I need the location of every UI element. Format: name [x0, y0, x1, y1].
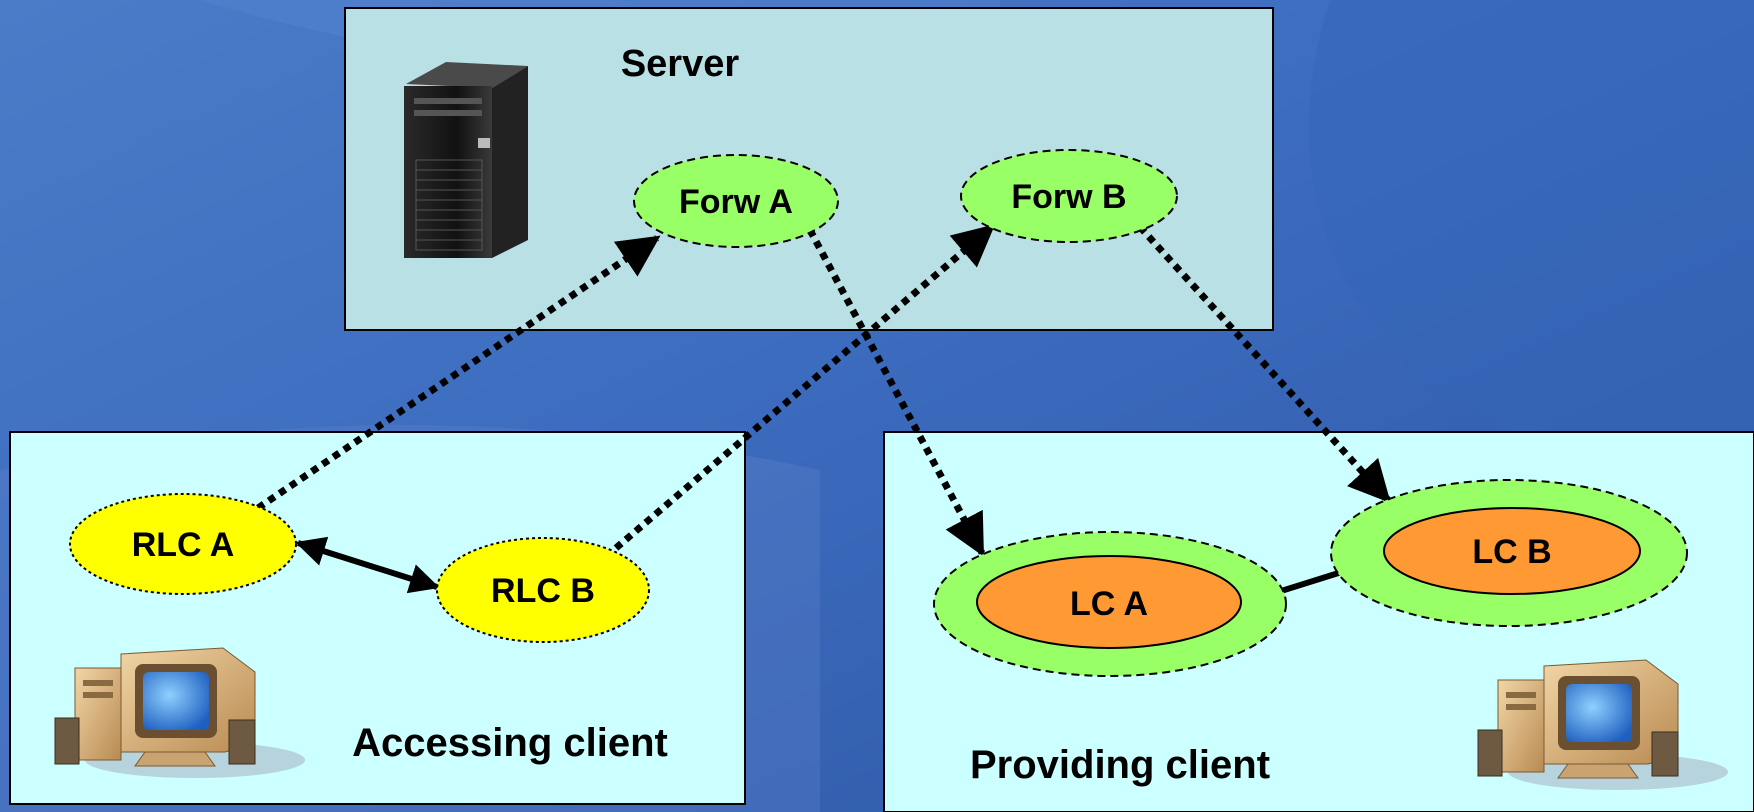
arrow-forw-b-to-lc-b — [1137, 224, 1391, 504]
desktop-computer-icon — [1477, 659, 1728, 790]
forwarder-wrapped-local-connector: LC B — [1330, 479, 1688, 627]
tower-server-icon — [404, 62, 528, 258]
connection-arrows — [256, 224, 1391, 557]
server-title: Server — [621, 43, 740, 85]
accessing-client-title: Accessing client — [352, 721, 668, 765]
forwarder-node: Forw B — [960, 149, 1178, 243]
background-swoosh — [1308, 0, 1754, 476]
lc-a-label: LC A — [1070, 585, 1148, 623]
arrow-rlc-b-to-forw-b — [613, 224, 996, 551]
providing-client-title: Providing client — [970, 743, 1270, 787]
desktop-computer-icon — [54, 647, 305, 778]
forw-b-label: Forw B — [1011, 178, 1126, 216]
remote-connector-node: RLC A — [69, 493, 297, 595]
lc-b-label: LC B — [1472, 533, 1551, 571]
arrow-rlc-a-rlc-b — [295, 536, 440, 594]
remote-connector-node: RLC B — [436, 537, 650, 643]
rlc-a-label: RLC A — [132, 526, 235, 564]
arrow-rlc-a-to-forw-a — [256, 235, 661, 511]
arrow-forw-a-to-lc-a — [806, 228, 986, 557]
forwarder-wrapped-local-connector: LC A — [933, 531, 1287, 677]
forwarder-node: Forw A — [633, 154, 839, 248]
forw-a-label: Forw A — [679, 183, 793, 221]
rlc-b-label: RLC B — [491, 572, 595, 610]
